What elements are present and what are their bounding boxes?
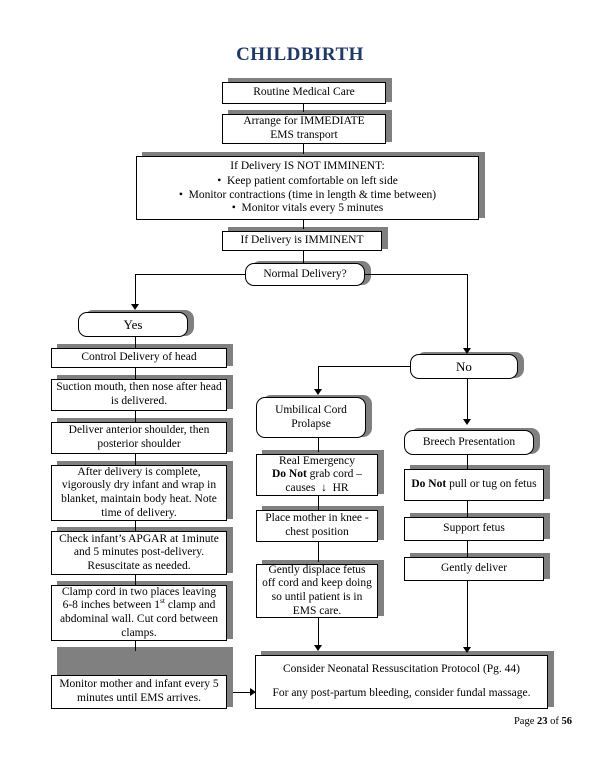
node-support-fetus[interactable]: Support fetus bbox=[404, 517, 544, 541]
connector-vertical bbox=[135, 521, 137, 531]
real-emergency-hr: HR bbox=[332, 481, 349, 494]
connector-vertical bbox=[467, 501, 469, 517]
connector-vertical bbox=[303, 220, 305, 229]
node-neonatal-resuscitation[interactable]: Consider Neonatal Ressuscitation Protoco… bbox=[255, 655, 548, 709]
arrow-to-cord-prolapse bbox=[314, 389, 322, 395]
connector-vertical bbox=[318, 618, 320, 648]
final-spacer bbox=[260, 677, 543, 687]
clamp-cord-text-pre: Clamp cord in two places leaving 6-8 inc… bbox=[61, 585, 217, 612]
arrow-to-yes bbox=[131, 304, 139, 310]
clamp-cord-text-post: clamp and abdominal wall. Cut cord betwe… bbox=[59, 599, 219, 639]
node-after-delivery-complete[interactable]: After delivery is complete, vigorously d… bbox=[51, 465, 227, 521]
footer-middle: of bbox=[547, 716, 562, 727]
node-deliver-shoulders[interactable]: Deliver anterior shoulder, then posterio… bbox=[51, 422, 227, 454]
connector-vertical bbox=[135, 337, 137, 348]
node-monitor-mother-infant-face[interactable]: Monitor mother and infant every 5 minute… bbox=[51, 675, 227, 709]
connector-vertical bbox=[135, 368, 137, 379]
connector-vertical bbox=[318, 438, 320, 452]
arrow-right-to-final bbox=[463, 647, 471, 653]
connector-horizontal bbox=[233, 692, 255, 694]
connector-vertical bbox=[135, 454, 137, 465]
node-displace-fetus[interactable]: Gently displace fetus off cord and keep … bbox=[256, 564, 378, 618]
final-line-1: Consider Neonatal Ressuscitation Protoco… bbox=[283, 663, 520, 676]
real-emergency-grab-cord: grab cord – bbox=[306, 468, 363, 481]
connector-vertical bbox=[318, 542, 320, 562]
real-emergency-line-1: Real Emergency bbox=[278, 454, 356, 467]
footer-total-pages: 56 bbox=[561, 716, 573, 727]
arrow-to-no bbox=[463, 348, 471, 354]
real-emergency-do-not: Do Not bbox=[271, 468, 307, 481]
node-umbilical-cord-prolapse[interactable]: Umbilical Cord Prolapse bbox=[256, 397, 366, 438]
connector-vertical bbox=[467, 581, 469, 649]
do-not-pull-rest: pull or tug on fetus bbox=[446, 478, 537, 491]
connector-vertical bbox=[467, 274, 469, 350]
node-check-apgar[interactable]: Check infant’s APGAR at 1minute and 5 mi… bbox=[51, 531, 227, 575]
node-delivery-imminent[interactable]: If Delivery is IMMINENT bbox=[222, 231, 382, 251]
node-control-delivery-head[interactable]: Control Delivery of head bbox=[51, 348, 227, 368]
arrow-to-final-box bbox=[250, 688, 256, 696]
connector-vertical bbox=[318, 496, 320, 510]
connector-vertical bbox=[467, 541, 469, 557]
not-imminent-bullet-2: Monitor contractions (time in length & t… bbox=[141, 189, 474, 203]
connector-horizontal bbox=[318, 366, 410, 368]
clamp-cord-ordinal-suffix: st bbox=[159, 596, 165, 606]
down-arrow-icon: ↓ bbox=[321, 481, 327, 494]
not-imminent-bullet-3: Monitor vitals every 5 minutes bbox=[141, 202, 474, 216]
connector-vertical bbox=[303, 251, 305, 263]
node-do-not-pull-fetus[interactable]: Do Not pull or tug on fetus bbox=[404, 469, 544, 501]
arrow-middle-to-final bbox=[314, 645, 322, 651]
final-line-2: For any post-partum bleeding, consider f… bbox=[272, 687, 531, 699]
page-footer: Page 23 of 56 bbox=[514, 716, 572, 727]
not-imminent-bullet-1: Keep patient comfortable on left side bbox=[141, 175, 474, 189]
connector-vertical bbox=[135, 411, 137, 422]
node-breech-presentation[interactable]: Breech Presentation bbox=[404, 430, 534, 455]
connector-vertical bbox=[135, 641, 137, 651]
node-clamp-cord[interactable]: Clamp cord in two places leaving 6-8 inc… bbox=[51, 585, 227, 641]
do-not-pull-emphasis: Do Not bbox=[411, 478, 447, 491]
connector-vertical bbox=[135, 274, 137, 306]
node-normal-delivery-decision[interactable]: Normal Delivery? bbox=[245, 263, 365, 286]
node-knee-chest-position[interactable]: Place mother in knee - chest position bbox=[256, 510, 378, 542]
node-no[interactable]: No bbox=[410, 354, 518, 379]
arrow-to-breech bbox=[463, 419, 471, 425]
not-imminent-heading: If Delivery IS NOT IMMINENT: bbox=[230, 160, 385, 173]
connector-vertical bbox=[303, 104, 305, 112]
node-gently-deliver[interactable]: Gently deliver bbox=[404, 557, 544, 581]
real-emergency-causes: causes bbox=[285, 481, 316, 494]
node-suction-mouth-nose[interactable]: Suction mouth, then nose after head is d… bbox=[51, 379, 227, 411]
footer-page-number: 23 bbox=[537, 716, 548, 727]
connector-horizontal bbox=[364, 274, 468, 276]
connector-vertical bbox=[467, 379, 469, 421]
connector-vertical bbox=[318, 366, 320, 391]
node-delivery-not-imminent[interactable]: If Delivery IS NOT IMMINENT: Keep patien… bbox=[136, 156, 479, 220]
node-real-emergency[interactable]: Real Emergency Do Not grab cord – causes… bbox=[256, 454, 378, 496]
connector-horizontal bbox=[135, 274, 247, 276]
connector-vertical bbox=[135, 575, 137, 585]
page-title: CHILDBIRTH bbox=[236, 44, 364, 65]
footer-prefix: Page bbox=[513, 716, 537, 727]
node-ems-transport[interactable]: Arrange for IMMEDIATE EMS transport bbox=[222, 114, 386, 144]
node-routine-medical-care[interactable]: Routine Medical Care bbox=[222, 82, 386, 104]
node-yes[interactable]: Yes bbox=[78, 312, 188, 337]
connector-vertical bbox=[467, 455, 469, 469]
connector-vertical bbox=[303, 144, 305, 154]
